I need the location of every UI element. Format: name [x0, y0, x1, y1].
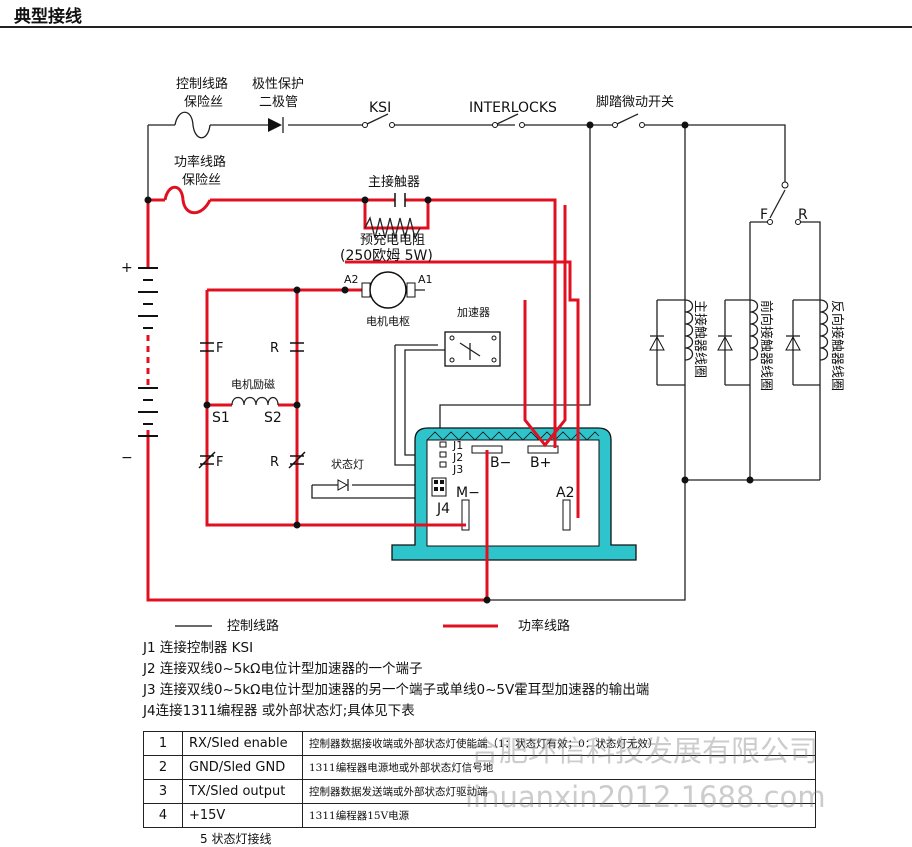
- j2-label: J2: [452, 451, 463, 464]
- pin-signal: +15V: [182, 803, 303, 828]
- forward-contactor-coil-icon: [717, 299, 759, 361]
- switch-r-label: R: [798, 207, 808, 223]
- pin-no: 2: [143, 755, 183, 780]
- contact-f-bottom: F: [216, 455, 223, 470]
- precharge-label-2: (250欧姆 5W): [340, 248, 433, 264]
- note-j1: J1 连接控制器 KSI: [143, 640, 254, 656]
- switch-f-label: F: [760, 207, 768, 223]
- control-fuse-icon: [174, 111, 211, 139]
- field-winding-icon: [231, 396, 279, 406]
- precharge-label-1: 预充电电阻: [360, 232, 425, 248]
- pin-signal: RX/Sled enable: [182, 731, 303, 756]
- motor-armature-icon: [361, 271, 416, 309]
- interlocks-switch-icon: [492, 113, 525, 128]
- controller-body: [391, 427, 637, 561]
- table-row: 4 +15V 1311编程器15V电源: [143, 803, 816, 828]
- contact-r-top: R: [270, 341, 279, 356]
- b-plus-label: B+: [530, 455, 551, 471]
- fr-switch-pivot: [781, 181, 789, 189]
- pin-signal: TX/Sled output: [182, 779, 303, 804]
- battery-icon: [138, 267, 158, 437]
- contact-r-bottom: R: [270, 455, 279, 470]
- watermark-company: 合肥环信科技发展有限公司: [470, 734, 819, 768]
- pin-no: 3: [143, 779, 183, 804]
- direction-contacts: [198, 342, 306, 469]
- bottom-partial-text: 5 状态灯接线: [200, 832, 272, 846]
- j3-label: J3: [452, 463, 463, 476]
- battery-plus-label: +: [121, 260, 133, 276]
- pin-no: 1: [143, 731, 183, 756]
- accelerator-label: 加速器: [457, 306, 490, 319]
- ctrl-fuse-label-1: 控制线路: [176, 76, 228, 92]
- title-underline: [0, 26, 912, 28]
- legend-control-label: 控制线路: [227, 618, 279, 634]
- power-fuse-label-1: 功率线路: [174, 154, 226, 170]
- ctrl-fuse-label-2: 保险丝: [184, 95, 223, 110]
- note-j3: J3 连接双线0~5kΩ电位计型加速器的另一个端子或单线0~5V霍耳型加速器的输…: [143, 682, 650, 698]
- connector-notes: J1 连接控制器 KSI J2 连接双线0~5kΩ电位计型加速器的一个端子 J3…: [143, 638, 649, 722]
- diode-label-2: 二极管: [259, 95, 298, 110]
- power-fuse-icon: [163, 185, 212, 215]
- note-j4: J4连接1311编程器 或外部状态灯;具体见下表: [143, 703, 415, 719]
- pin-desc: 1311编程器15V电源: [302, 803, 816, 828]
- s1-label: S1: [212, 410, 230, 426]
- motor-a2-label: A2: [344, 273, 359, 286]
- page-title: 典型接线: [14, 7, 82, 27]
- reverse-contactor-coil-icon: [785, 299, 829, 361]
- contact-f-top: F: [216, 341, 223, 356]
- legend-power-label: 功率线路: [518, 618, 570, 634]
- controller-a2-label: A2: [556, 485, 574, 501]
- legend: 控制线路 功率线路: [175, 618, 570, 634]
- j4-pin-table: 1 RX/Sled enable 控制器数据接收端或外部状态灯使能端（1：状态灯…: [143, 731, 816, 828]
- status-led-label: 状态灯: [331, 457, 364, 471]
- ksi-switch-icon: [362, 113, 395, 128]
- status-lamp-icon: [337, 479, 349, 491]
- pin-signal: GND/Sled GND: [182, 755, 303, 780]
- main-contactor-label: 主接触器: [368, 174, 420, 190]
- rev-coil-label: 反向接触器线圈: [829, 300, 845, 391]
- field-label: 电机励磁: [231, 377, 275, 391]
- note-j2: J2 连接双线0~5kΩ电位计型加速器的一个端子: [143, 661, 423, 677]
- table-row: 1 RX/Sled enable 控制器数据接收端或外部状态灯使能端（1：状态灯…: [143, 731, 816, 756]
- m-minus-label: M−: [456, 485, 480, 501]
- motor-a1-label: A1: [418, 273, 433, 286]
- fwd-coil-label: 前向接触器线圈: [758, 300, 774, 391]
- pedal-switch-icon: [586, 113, 689, 129]
- battery-minus-label: −: [121, 450, 133, 466]
- interlocks-label: INTERLOCKS: [469, 100, 557, 116]
- watermark-url: linuanxin2012.1688.com: [465, 780, 826, 814]
- ksi-label: KSI: [369, 100, 391, 116]
- armature-label: 电机电枢: [366, 314, 410, 328]
- diode-label-1: 极性保护: [252, 77, 304, 92]
- pedal-switch-label: 脚踏微动开关: [596, 94, 674, 110]
- accelerator-icon: [444, 331, 501, 367]
- pin-no: 4: [143, 803, 183, 828]
- polarity-diode-icon: [268, 117, 284, 133]
- main-coil-label: 主接触器线圈: [692, 300, 708, 378]
- s2-label: S2: [264, 410, 282, 426]
- b-minus-label: B−: [490, 455, 511, 471]
- j4-label: J4: [436, 501, 450, 517]
- j1-label: J1: [452, 439, 463, 452]
- main-contactor-coil-icon: [649, 299, 694, 361]
- power-fuse-label-2: 保险丝: [182, 173, 221, 188]
- main-contactor-icon: [364, 193, 421, 240]
